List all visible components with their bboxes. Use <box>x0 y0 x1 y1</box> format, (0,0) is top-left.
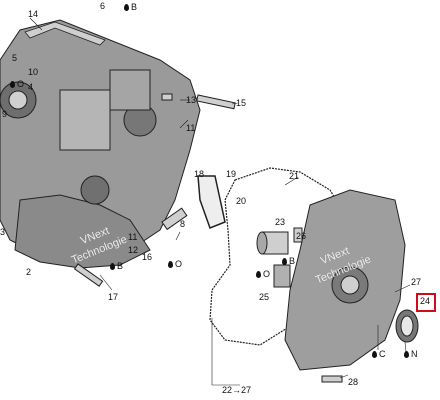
callout-o-mid: O <box>168 260 182 269</box>
callout-12: 12 <box>128 245 139 255</box>
callout-9: 9 <box>2 109 8 119</box>
callout-17: 17 <box>108 292 119 302</box>
gasket-18 <box>197 175 226 229</box>
callout-20: 20 <box>236 196 247 206</box>
callout-b-top: B <box>124 3 137 12</box>
oil-drop-icon <box>10 81 15 88</box>
crankcase-housing <box>0 19 201 269</box>
callout-26: 26 <box>296 231 307 241</box>
dowel-8 <box>161 207 188 231</box>
callout-11-lower: 11 <box>128 232 138 242</box>
leader-lines <box>29 17 411 386</box>
bolt-15 <box>196 94 236 110</box>
callout-22-27: 22→27 <box>222 385 252 395</box>
callout-o-left: O <box>10 80 24 89</box>
callout-18: 18 <box>194 169 205 179</box>
callout-16: 16 <box>142 252 153 262</box>
callout-15: 15 <box>236 98 247 108</box>
bushing-23 <box>256 231 289 255</box>
bolt-13 <box>161 93 173 101</box>
callout-6: 6 <box>100 1 106 11</box>
gasket-14 <box>24 21 106 46</box>
callout-n: N <box>404 350 418 359</box>
callout-b-lower: B <box>110 262 123 271</box>
callout-c: C <box>372 350 386 359</box>
oil-drop-icon <box>124 4 129 11</box>
callout-19: 19 <box>226 169 237 179</box>
bolt-28 <box>321 375 343 383</box>
oil-drop-icon <box>404 351 409 358</box>
callout-27: 27 <box>411 277 422 287</box>
pin-26 <box>293 227 303 243</box>
oil-seal-24 <box>395 309 419 343</box>
callout-14: 14 <box>28 9 39 19</box>
callout-5: 5 <box>12 53 18 63</box>
highlight-box <box>416 293 436 312</box>
callout-25: 25 <box>259 292 270 302</box>
oil-drop-icon <box>168 261 173 268</box>
callout-21: 21 <box>289 171 300 181</box>
callout-o-right: O <box>256 270 270 279</box>
oil-drop-icon <box>282 258 287 265</box>
gasket-21 <box>209 167 346 346</box>
bolt-17 <box>73 263 104 287</box>
callout-8: 8 <box>180 219 186 229</box>
callout-23: 23 <box>275 217 286 227</box>
callout-b-right: B <box>282 257 295 266</box>
callout-24: 24 <box>420 296 431 306</box>
oil-drop-icon <box>110 263 115 270</box>
oil-drop-icon <box>256 271 261 278</box>
callout-11-upper: 11 <box>186 123 196 133</box>
callout-28: 28 <box>348 377 359 387</box>
part-25 <box>273 264 291 288</box>
callout-13: 13 <box>186 95 197 105</box>
callout-3: 3 <box>0 227 6 237</box>
callout-10: 10 <box>28 67 39 77</box>
oil-drop-icon <box>372 351 377 358</box>
callout-4: 4 <box>28 82 34 92</box>
callout-2: 2 <box>26 267 32 277</box>
